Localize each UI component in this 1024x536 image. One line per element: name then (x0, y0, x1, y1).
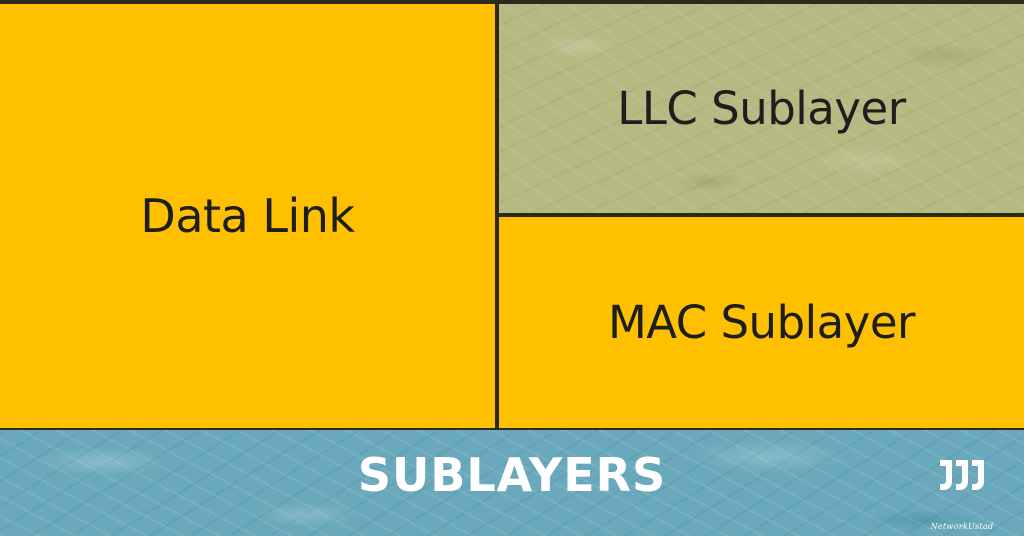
llc-sublayer-block: LLC Sublayer (499, 4, 1024, 213)
mac-sublayer-label: MAC Sublayer (607, 296, 916, 349)
logo-icon (940, 460, 984, 490)
llc-sublayer-label: LLC Sublayer (617, 82, 906, 135)
networkustad-logo: NetworkUstad (920, 450, 1004, 531)
logo-text: NetworkUstad (930, 522, 994, 531)
footer-banner: SUBLAYERS NetworkUstad (0, 430, 1024, 536)
layer-diagram: Data Link LLC Sublayer MAC Sublayer (0, 0, 1024, 430)
data-link-label: Data Link (140, 189, 355, 243)
mac-sublayer-block: MAC Sublayer (499, 217, 1024, 428)
data-link-block: Data Link (0, 4, 495, 428)
banner-title: SUBLAYERS (357, 448, 667, 502)
